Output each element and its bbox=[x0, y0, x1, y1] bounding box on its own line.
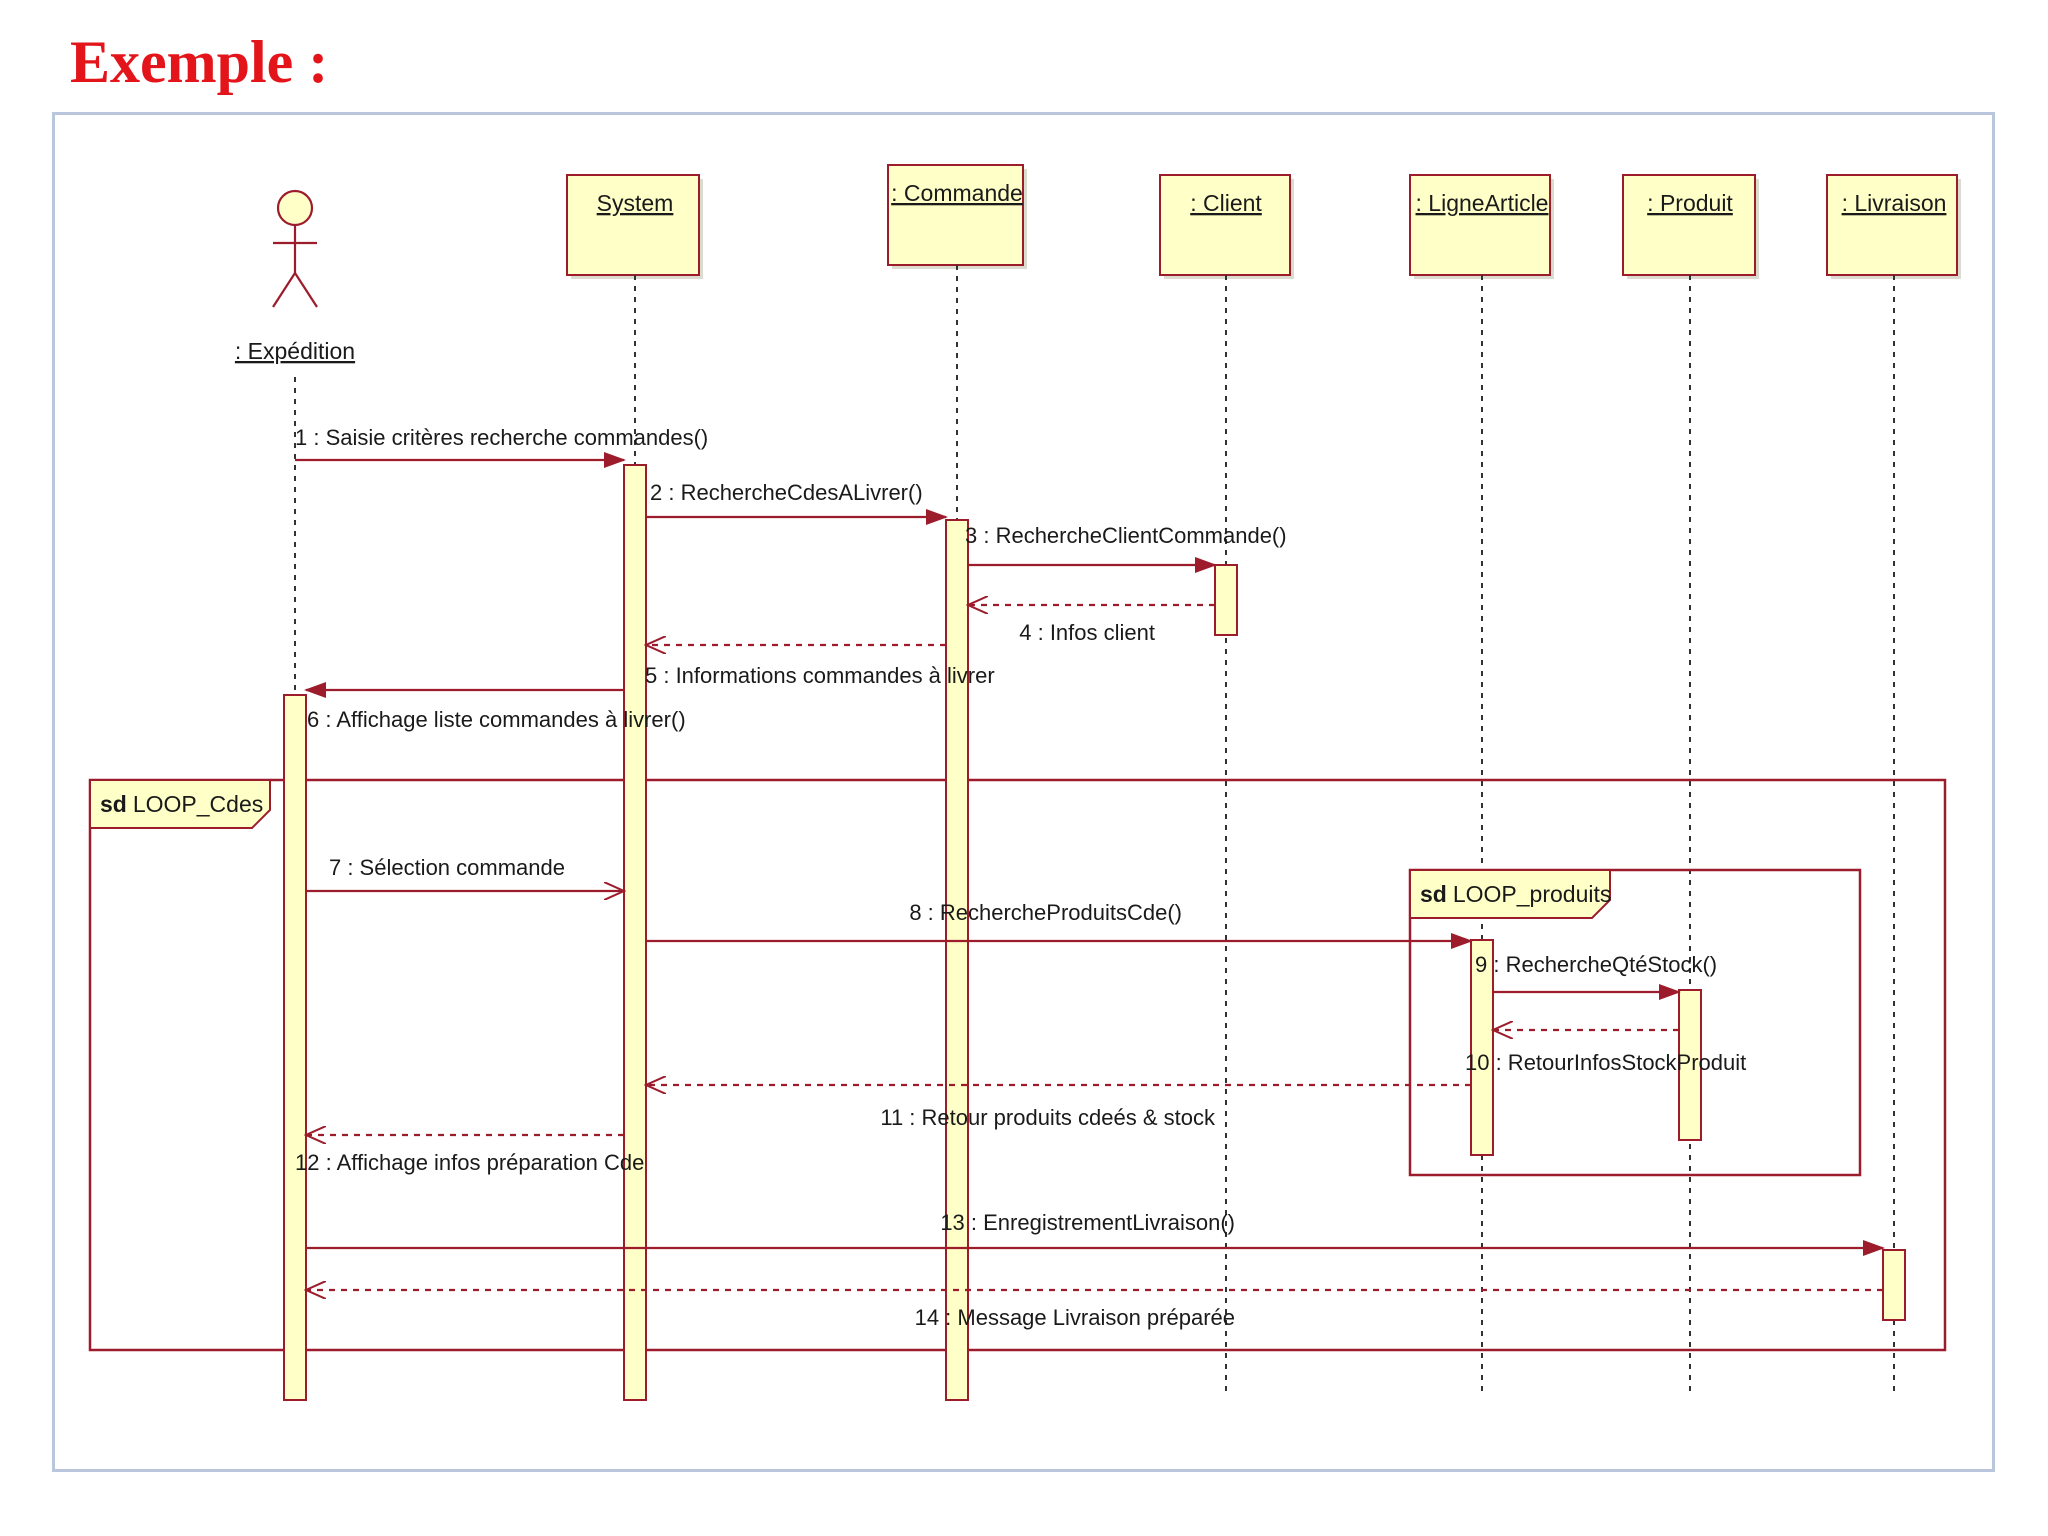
message-label: 12 : Affichage infos préparation Cde bbox=[295, 1150, 644, 1175]
message-3: 3 : RechercheClientCommande() bbox=[965, 523, 1287, 573]
message-7: 7 : Sélection commande bbox=[306, 855, 624, 891]
lifeline-livraison: : Livraison bbox=[1826, 174, 1961, 1395]
message-14: 14 : Message Livraison préparée bbox=[306, 1290, 1883, 1330]
message-1: 1 : Saisie critères recherche commandes(… bbox=[295, 425, 708, 468]
lifeline-label: : Produit bbox=[1647, 190, 1733, 216]
lifeline-label: System bbox=[597, 190, 674, 216]
message-label: 6 : Affichage liste commandes à livrer() bbox=[307, 707, 686, 732]
activation-bar-commande bbox=[945, 519, 969, 1401]
sequence-diagram-frame: : Expédition System : Commande : Client : Li… bbox=[52, 112, 1995, 1472]
message-label: 13 : EnregistrementLivraison() bbox=[940, 1210, 1235, 1235]
activation-bar-livraison bbox=[1882, 1249, 1906, 1321]
lifeline-client: : Client bbox=[1159, 174, 1294, 1395]
fragment-keyword: sd bbox=[1420, 881, 1447, 907]
message-4: 4 : Infos client bbox=[968, 605, 1215, 645]
sequence-diagram: : Expédition System : Commande : Client : Li… bbox=[88, 164, 1961, 1401]
message-6: 6 : Affichage liste commandes à livrer() bbox=[304, 682, 686, 732]
lifeline-head-box bbox=[887, 164, 1024, 266]
lifeline-label: : Livraison bbox=[1842, 190, 1947, 216]
message-label: 4 : Infos client bbox=[1019, 620, 1155, 645]
lifeline-produit: : Produit bbox=[1622, 174, 1759, 1395]
lifeline-lignearticle: : LigneArticle bbox=[1409, 174, 1554, 1395]
message-12: 12 : Affichage infos préparation Cde bbox=[295, 1135, 644, 1175]
message-label: 11 : Retour produits cdeés & stock bbox=[880, 1105, 1216, 1130]
message-label: 1 : Saisie critères recherche commandes(… bbox=[295, 425, 708, 450]
activation-bar-lignearticle bbox=[1470, 939, 1494, 1156]
message-8: 8 : RechercheProduitsCde() bbox=[646, 900, 1473, 949]
message-label: 10 : RetourInfosStockProduit bbox=[1465, 1050, 1746, 1075]
fragment-keyword: sd bbox=[100, 791, 127, 817]
lifeline-label: : Expédition bbox=[235, 338, 355, 364]
message-10: 10 : RetourInfosStockProduit bbox=[1465, 1030, 1746, 1075]
activation-bar-client bbox=[1214, 564, 1238, 636]
actor-icon bbox=[272, 189, 318, 308]
activation-bar-system bbox=[623, 464, 647, 1401]
page-title: Exemple : bbox=[70, 29, 329, 95]
lifeline-label: : Client bbox=[1190, 190, 1262, 216]
lifelines-layer: : Expédition System : Commande : Client : Li… bbox=[235, 164, 1961, 1395]
message-5: 5 : Informations commandes à livrer bbox=[645, 645, 995, 688]
lifeline-system: System bbox=[566, 174, 703, 1395]
message-label: 7 : Sélection commande bbox=[329, 855, 565, 880]
activation-bar-produit bbox=[1678, 989, 1702, 1141]
fragment-name: LOOP_produits bbox=[1453, 881, 1612, 907]
message-label: 8 : RechercheProduitsCde() bbox=[909, 900, 1182, 925]
message-2: 2 : RechercheCdesALivrer() bbox=[646, 480, 948, 525]
activations-layer bbox=[283, 464, 1906, 1401]
lifeline-commande: : Commande bbox=[887, 164, 1027, 1395]
message-label: 5 : Informations commandes à livrer bbox=[645, 663, 995, 688]
message-label: 14 : Message Livraison préparée bbox=[915, 1305, 1235, 1330]
message-9: 9 : RechercheQtéStock() bbox=[1475, 952, 1717, 1000]
message-13: 13 : EnregistrementLivraison() bbox=[306, 1210, 1885, 1256]
lifeline-head-box bbox=[1409, 174, 1551, 276]
lifeline-label: : Commande bbox=[891, 180, 1023, 206]
message-label: 2 : RechercheCdesALivrer() bbox=[650, 480, 923, 505]
lifeline-head-box bbox=[1159, 174, 1291, 276]
message-label: 9 : RechercheQtéStock() bbox=[1475, 952, 1717, 977]
message-label: 3 : RechercheClientCommande() bbox=[965, 523, 1287, 548]
lifeline-label: : LigneArticle bbox=[1416, 190, 1549, 216]
activation-bar-expedition bbox=[283, 694, 307, 1401]
lifeline-head-box bbox=[1826, 174, 1958, 276]
lifeline-head-box bbox=[566, 174, 700, 276]
message-11: 11 : Retour produits cdeés & stock bbox=[646, 1085, 1471, 1130]
fragment-name: LOOP_Cdes bbox=[133, 791, 263, 817]
messages-layer: 1 : Saisie critères recherche commandes(… bbox=[295, 425, 1885, 1330]
